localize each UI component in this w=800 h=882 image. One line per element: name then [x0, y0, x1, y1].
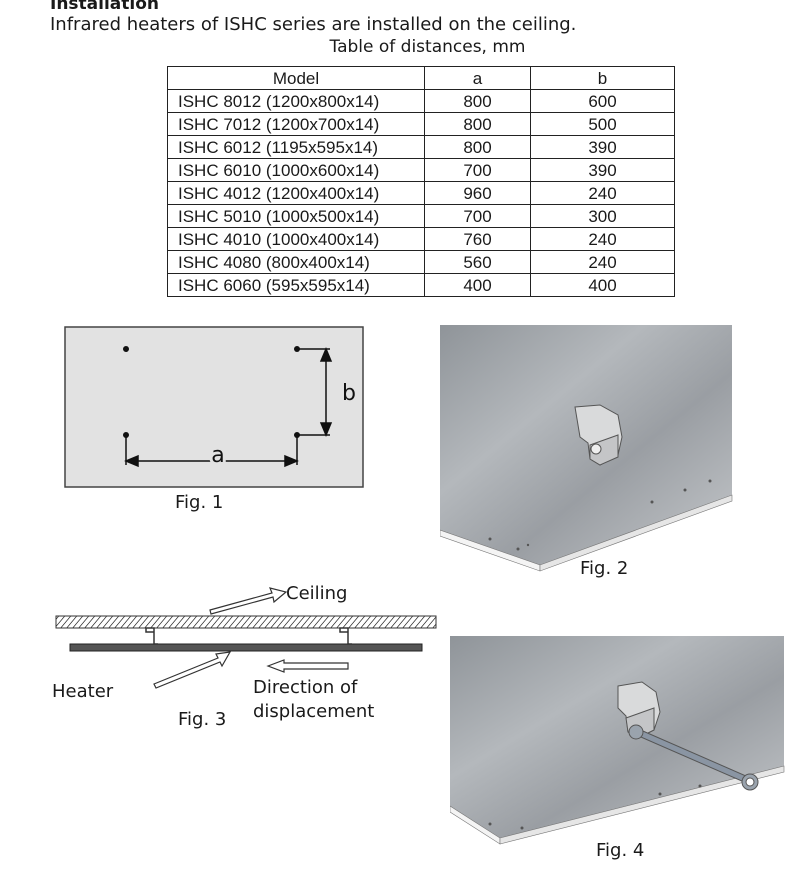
table-caption: Table of distances, mm	[329, 37, 526, 57]
model-cell: ISHC 4080 (800x400x14)	[167, 250, 425, 274]
ceiling-slab	[55, 615, 437, 629]
table-header-row: Model a b	[167, 66, 675, 90]
header-a: a	[424, 66, 531, 90]
fig3-diagram: Ceiling	[55, 583, 437, 689]
a-cell: 700	[424, 158, 531, 182]
mount-point	[294, 346, 300, 352]
intro-text: Infrared heaters of ISHC series are inst…	[50, 14, 577, 35]
fig4-photo	[450, 636, 785, 845]
fig3-caption: Fig. 3	[178, 709, 227, 730]
a-cell: 800	[424, 89, 531, 113]
bracket-with-wrench	[617, 681, 759, 791]
ceiling-label: Ceiling	[286, 583, 347, 604]
b-cell: 240	[530, 227, 675, 251]
model-cell: ISHC 4010 (1000x400x14)	[167, 227, 425, 251]
b-cell: 500	[530, 112, 675, 136]
b-cell: 300	[530, 204, 675, 228]
b-cell: 390	[530, 135, 675, 159]
mount-point	[123, 346, 129, 352]
section-heading: Installation	[50, 0, 160, 14]
heater-label: Heater	[52, 681, 114, 702]
model-cell: ISHC 6060 (595x595x14)	[167, 273, 425, 297]
fig4-caption: Fig. 4	[596, 840, 645, 861]
a-cell: 760	[424, 227, 531, 251]
a-cell: 700	[424, 204, 531, 228]
direction-label-line2: displacement	[253, 701, 375, 722]
a-cell: 560	[424, 250, 531, 274]
b-cell: 390	[530, 158, 675, 182]
dimension-b-label: b	[342, 381, 356, 406]
model-cell: ISHC 5010 (1000x500x14)	[167, 204, 425, 228]
fig2-caption: Fig. 2	[580, 558, 629, 579]
a-cell: 800	[424, 112, 531, 136]
fig1-diagram: a b	[64, 326, 364, 488]
a-cell: 400	[424, 273, 531, 297]
header-b: b	[530, 66, 675, 90]
direction-label: Direction of displacement	[253, 676, 374, 724]
model-cell: ISHC 7012 (1200x700x14)	[167, 112, 425, 136]
header-model: Model	[167, 66, 425, 90]
b-cell: 600	[530, 89, 675, 113]
mount-point	[294, 432, 300, 438]
dimension-a-label: a	[211, 443, 224, 468]
model-cell: ISHC 4012 (1200x400x14)	[167, 181, 425, 205]
mount-point	[123, 432, 129, 438]
a-cell: 960	[424, 181, 531, 205]
b-cell: 240	[530, 250, 675, 274]
a-cell: 800	[424, 135, 531, 159]
fig2-photo	[440, 325, 733, 572]
model-cell: ISHC 6010 (1000x600x14)	[167, 158, 425, 182]
direction-label-line1: Direction of	[253, 677, 358, 698]
b-cell: 240	[530, 181, 675, 205]
model-cell: ISHC 8012 (1200x800x14)	[167, 89, 425, 113]
mounting-bracket	[574, 404, 623, 466]
heater-panel	[69, 643, 423, 652]
fig1-caption: Fig. 1	[175, 492, 224, 513]
model-cell: ISHC 6012 (1195x595x14)	[167, 135, 425, 159]
b-cell: 400	[530, 273, 675, 297]
